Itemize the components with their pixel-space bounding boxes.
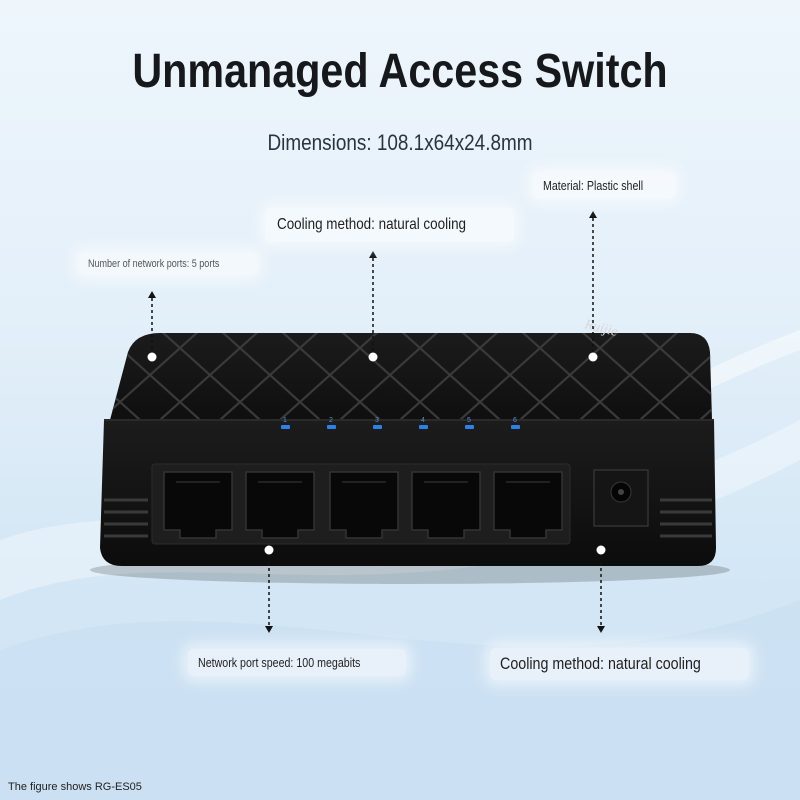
led-number: 3 [375, 417, 379, 424]
led-number: 4 [421, 417, 425, 424]
dimensions-text: Dimensions: 108.1x64x24.8mm [267, 130, 533, 155]
label-cooling-bottom: Cooling method: natural cooling [490, 648, 750, 680]
label-ports: Number of network ports: 5 ports [78, 252, 259, 276]
led-number: 5 [467, 417, 471, 424]
page-title: Unmanaged Access Switch [132, 45, 668, 98]
label-cooling-top: Cooling method: natural cooling [265, 208, 515, 242]
figure-caption: The figure shows RG-ES05 [8, 781, 142, 793]
led-number: 1 [283, 417, 287, 424]
label-material: Material: Plastic shell [533, 172, 676, 199]
led-number: 6 [513, 417, 517, 424]
led-number: 2 [329, 417, 333, 424]
label-speed: Network port speed: 100 megabits [188, 649, 406, 676]
